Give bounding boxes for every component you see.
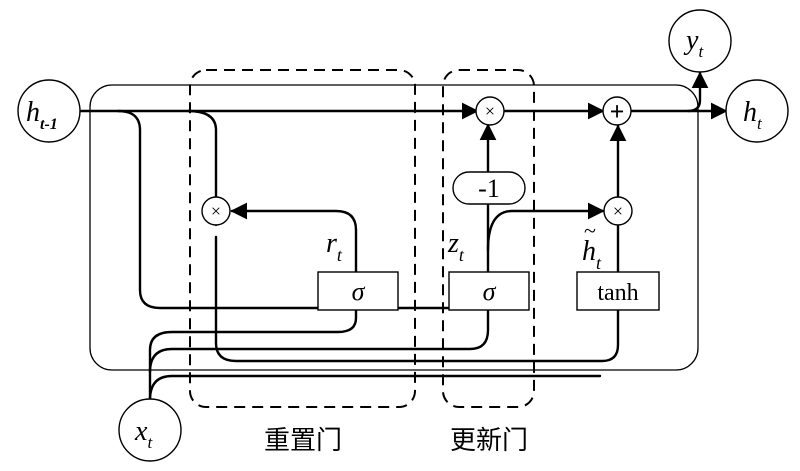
ht-node: ht	[725, 79, 789, 143]
h-tilde-label: ~ ht	[582, 218, 602, 273]
reset-multiply-symbol: ×	[211, 201, 221, 221]
candidate-multiply-symbol: ×	[613, 201, 623, 221]
xt-label: xt	[134, 416, 153, 452]
yt-node: yt	[668, 9, 732, 73]
add-symbol: +	[610, 97, 625, 126]
top-multiply-node: ×	[475, 96, 505, 126]
add-node: +	[602, 96, 632, 126]
update-sigma-box: σ	[448, 271, 530, 311]
reset-gate-region	[189, 69, 416, 408]
reset-sigma-box: σ	[317, 271, 399, 311]
cell-frame	[89, 84, 699, 371]
update-sigma-label: σ	[483, 277, 497, 306]
wire-xt-to-update-sigma	[148, 308, 490, 374]
rt-label: rt	[326, 228, 343, 265]
tanh-box: tanh	[576, 271, 660, 311]
update-gate-label: 更新门	[450, 426, 528, 456]
h-tilde-accent: ~	[584, 218, 596, 243]
candidate-multiply-node: ×	[603, 196, 633, 226]
wire-reset-multiply-to-tanh	[214, 235, 620, 363]
reset-sigma-label: σ	[352, 277, 366, 306]
tanh-label: tanh	[597, 280, 638, 306]
wire-hprev-to-gates	[116, 109, 490, 310]
ht-label: ht	[743, 97, 763, 133]
zt-label: zt	[447, 228, 465, 265]
h-prev-node: ht-1	[17, 79, 81, 143]
wire-to-yt	[686, 71, 709, 113]
wire-hprev-to-reset-multiply	[186, 109, 218, 227]
reset-gate-label: 重置门	[264, 426, 342, 456]
wire-xt-to-reset-sigma	[148, 307, 358, 402]
h-prev-label: ht-1	[26, 97, 58, 133]
xt-node: xt	[118, 398, 182, 462]
wire-rt-to-reset-multiply	[230, 202, 358, 274]
one-minus-node: -1	[452, 171, 526, 205]
wire-zt-to-candidate-multiply	[486, 202, 605, 252]
wire-xt-to-tanh	[148, 374, 602, 402]
yt-label: yt	[683, 25, 704, 61]
reset-multiply-node: ×	[201, 196, 231, 226]
top-multiply-symbol: ×	[485, 101, 495, 121]
update-gate-region	[442, 69, 535, 408]
h-tilde-text: ht	[582, 236, 602, 273]
one-minus-label: -1	[478, 174, 500, 203]
